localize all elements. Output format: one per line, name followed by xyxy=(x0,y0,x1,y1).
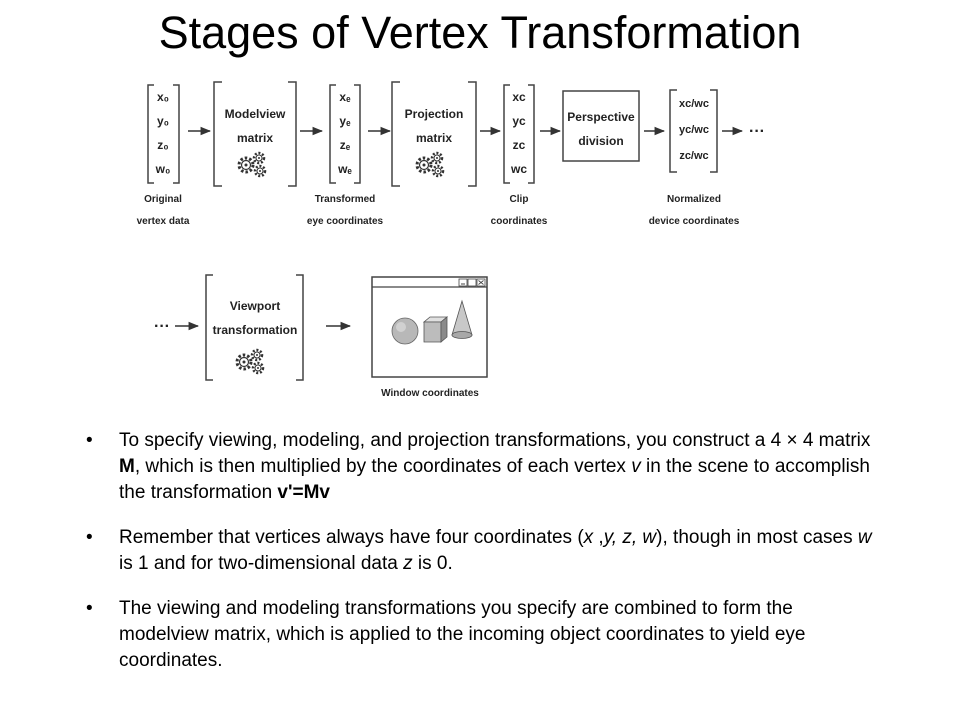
sphere-icon xyxy=(391,317,419,345)
bullet-list: To specify viewing, modeling, and projec… xyxy=(85,428,885,693)
ndc-z: zᴄ/wᴄ xyxy=(679,150,708,162)
maximize-icon xyxy=(467,278,477,287)
bullet-text-run: Remember that vertices always have four … xyxy=(119,527,584,548)
gears-icon xyxy=(237,151,267,178)
perspective-division-stage: Perspective division xyxy=(562,90,640,162)
clip-x: xᴄ xyxy=(512,90,526,104)
ndc-x: xᴄ/wᴄ xyxy=(679,98,709,110)
modelview-label-line2: matrix xyxy=(237,131,273,145)
viewport-label-line1: Viewport xyxy=(230,299,280,313)
ndc-y: yᴄ/wᴄ xyxy=(679,124,709,136)
original-y: y₀ xyxy=(157,114,169,128)
bullet-text-run: ), though in most cases xyxy=(656,527,858,548)
perspective-label-line2: division xyxy=(578,134,623,148)
bullet-text-run: x xyxy=(583,527,594,548)
cone-icon xyxy=(451,299,473,339)
bullet-item: To specify viewing, modeling, and projec… xyxy=(85,428,885,506)
modelview-label-line1: Modelview xyxy=(225,107,286,121)
bullet-text-run: M xyxy=(119,456,135,477)
projection-matrix-stage: Projection matrix xyxy=(391,81,477,187)
ellipsis-bottom: ··· xyxy=(154,318,170,335)
original-vector: x₀ y₀ z₀ w₀ xyxy=(147,84,180,184)
ellipsis-top: ··· xyxy=(749,123,765,140)
original-w: w₀ xyxy=(155,162,171,176)
bullet-text-run: , xyxy=(593,527,604,548)
bullet-text-run: v xyxy=(631,456,641,477)
perspective-label-line1: Perspective xyxy=(567,110,635,124)
original-caption-line2: vertex data xyxy=(137,216,190,227)
clip-z: zᴄ xyxy=(513,138,526,152)
bullet-text-run: To specify viewing, modeling, and projec… xyxy=(119,430,871,451)
minimize-icon xyxy=(458,278,468,287)
bullet-text-run: The viewing and modeling transformations… xyxy=(119,598,806,671)
bullet-text-run: z xyxy=(403,553,413,574)
ndc-caption-line1: Normalized xyxy=(667,194,721,205)
eye-z: zₑ xyxy=(340,138,351,152)
original-x: x₀ xyxy=(157,90,169,104)
bullet-text-run: v'=Mv xyxy=(277,482,330,503)
bullet-text-run: y, z, w xyxy=(603,527,657,548)
window-caption: Window coordinates xyxy=(381,388,479,399)
clip-caption-line1: Clip xyxy=(510,194,529,205)
eye-w: wₑ xyxy=(337,162,352,176)
gears-icon xyxy=(235,348,265,375)
modelview-matrix-stage: Modelview matrix xyxy=(213,81,297,187)
eye-caption-line1: Transformed xyxy=(315,194,376,205)
vertex-pipeline-diagram: x₀ y₀ z₀ w₀ Original vertex data Modelvi… xyxy=(137,81,765,399)
cube-icon xyxy=(422,316,449,343)
bullet-text-run: in the scene to accomplish the transform… xyxy=(119,456,870,503)
bullet-text-run: , which is then multiplied by the coordi… xyxy=(134,456,632,477)
ndc-caption-line2: device coordinates xyxy=(649,216,740,227)
eye-y: yₑ xyxy=(339,114,351,128)
bullet-item: Remember that vertices always have four … xyxy=(85,525,885,577)
ndc-vector: xᴄ/wᴄ yᴄ/wᴄ zᴄ/wᴄ xyxy=(669,89,718,173)
clip-y: yᴄ xyxy=(512,114,526,128)
bullet-text-run: is 1 and for two-dimensional data xyxy=(119,553,404,574)
projection-label-line1: Projection xyxy=(405,107,464,121)
projection-label-line2: matrix xyxy=(416,131,452,145)
eye-x: xₑ xyxy=(339,90,351,104)
eye-vector: xₑ yₑ zₑ wₑ xyxy=(329,84,361,184)
gears-icon xyxy=(415,151,445,178)
bullet-text-run: is 0. xyxy=(412,553,453,574)
clip-caption-line2: coordinates xyxy=(491,216,548,227)
eye-caption-line2: eye coordinates xyxy=(307,216,384,227)
clip-vector: xᴄ yᴄ zᴄ wᴄ xyxy=(503,84,535,184)
viewport-transformation-stage: Viewport transformation xyxy=(205,274,304,381)
bullet-text-run: w xyxy=(857,527,872,548)
original-z: z₀ xyxy=(157,138,168,152)
clip-w: wᴄ xyxy=(510,162,527,176)
original-caption-line1: Original xyxy=(144,194,182,205)
page-title: Stages of Vertex Transformation xyxy=(158,7,802,58)
viewport-label-line2: transformation xyxy=(213,323,298,337)
bullet-item: The viewing and modeling transformations… xyxy=(85,596,885,674)
window-illustration xyxy=(371,276,488,378)
